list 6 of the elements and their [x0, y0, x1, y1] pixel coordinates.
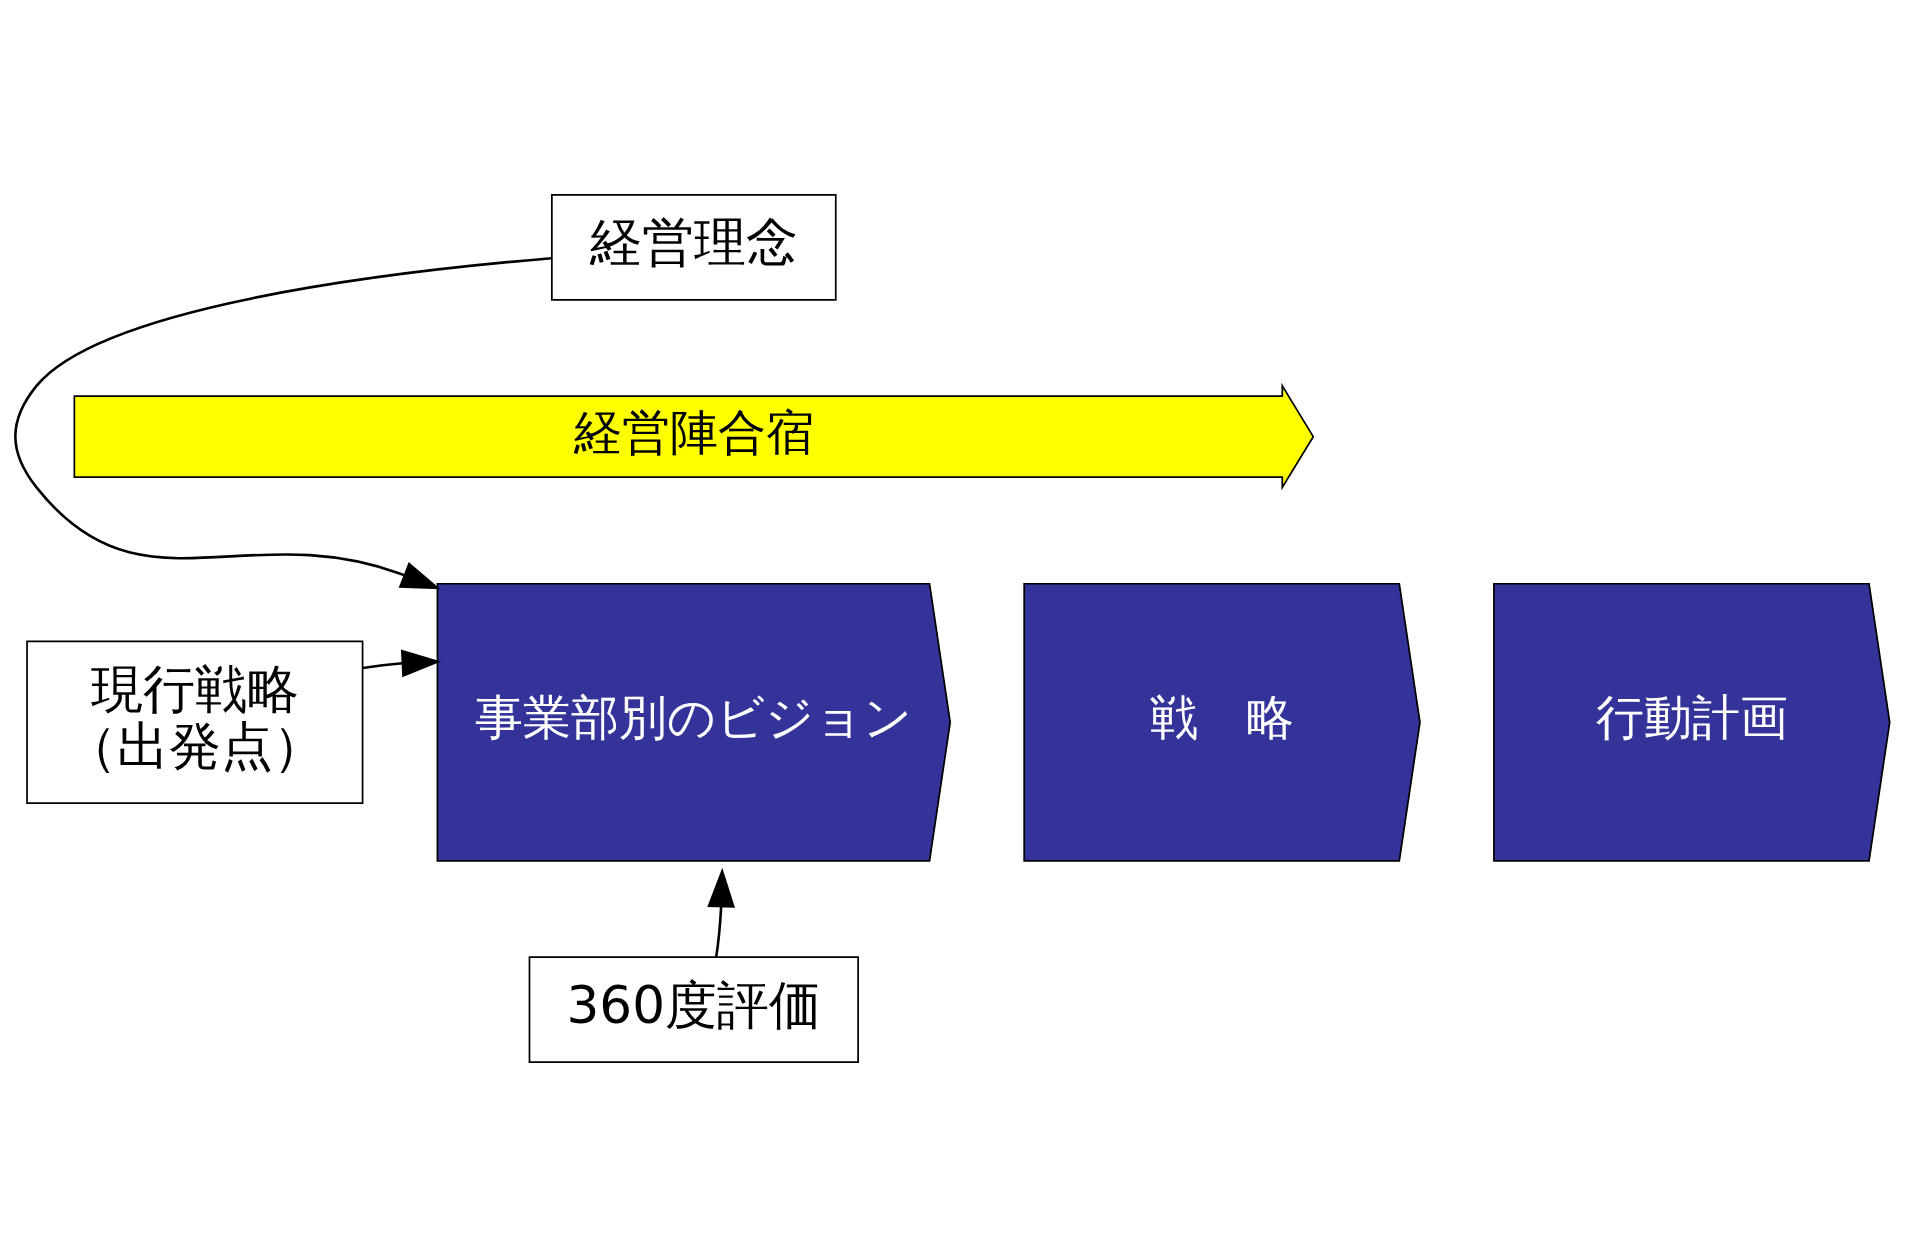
- arrow: [362, 649, 442, 677]
- node-box: 現行戦略 （出発点）: [26, 640, 364, 804]
- node-box: 360度評価: [528, 955, 859, 1063]
- arrow: [707, 867, 735, 957]
- arrow: [14, 256, 552, 589]
- node-box: 経営理念: [551, 193, 837, 301]
